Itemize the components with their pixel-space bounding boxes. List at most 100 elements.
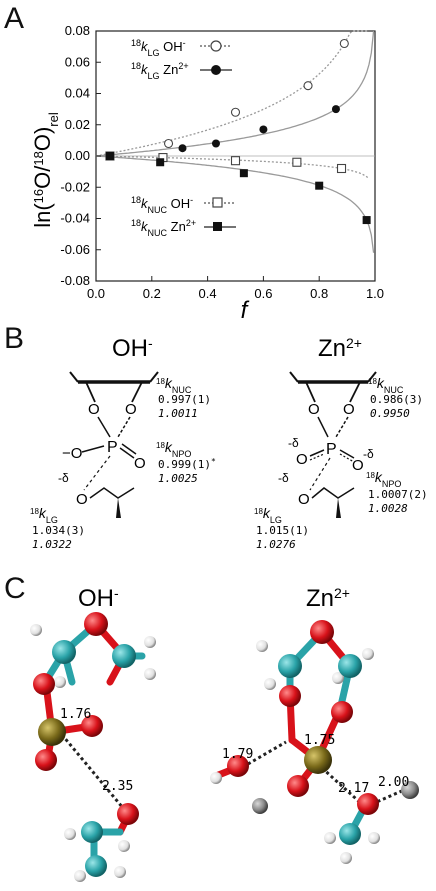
molecular-models: OH- Zn2+	[30, 585, 419, 882]
fit-curve	[95, 155, 375, 253]
delta-charge-right: -δ	[363, 447, 374, 461]
data-point	[292, 157, 302, 167]
kie-nuc-calc: 0.9950	[370, 407, 410, 420]
data-point	[230, 107, 241, 117]
kie-nuc-label: 18kNUC	[156, 375, 192, 395]
kie-nuc-label: 18kNUC	[368, 375, 404, 395]
ring-oxygen-left: O	[88, 401, 100, 418]
transition-state-schemes: OH- O O P −O O -δ O 18kNUC 0.997(1) 1.00…	[30, 335, 428, 551]
npo-oxygen-right: O	[352, 457, 364, 474]
scheme-oh: OH- O O P −O O -δ O 18kNUC 0.997(1) 1.00…	[30, 335, 216, 551]
distance-label-zn-o-lg: 2.00	[378, 775, 409, 790]
delta-charge-lg: -δ	[278, 471, 289, 485]
panel-label-b: B	[4, 322, 25, 355]
kie-npo-value: 0.999(1)*	[158, 457, 216, 472]
y-tick-label: 0.04	[65, 86, 90, 101]
data-point	[156, 158, 165, 167]
distance-label-p-o-nuc: 1.76	[60, 707, 91, 722]
y-tick-label: 0.08	[65, 23, 90, 38]
legend-upper: 18kLG OH- 18kLG Zn2+	[131, 38, 232, 81]
kie-nuc-value: 0.997(1)	[158, 393, 211, 406]
x-tick-label: 0.4	[199, 286, 217, 301]
kie-npo-label: 18kNPO	[156, 439, 191, 459]
kie-npo-label: 18kNPO	[366, 469, 401, 489]
scheme-zn-title: Zn2+	[318, 335, 362, 362]
fit-curve	[95, 30, 368, 157]
kie-nuc-value: 0.986(3)	[370, 393, 423, 406]
kie-lg-value: 1.034(3)	[32, 524, 85, 537]
x-tick-label: 0.0	[87, 286, 105, 301]
legend-lower: 18kNUC OH- 18kNUC Zn2+	[131, 195, 236, 238]
ring-oxygen-right: O	[343, 401, 355, 418]
y-tick-label: -0.02	[60, 179, 90, 194]
data-points	[105, 38, 371, 225]
legend-lg-zn: 18kLG Zn2+	[131, 61, 189, 81]
data-point	[331, 105, 340, 114]
y-tick-label: 0.02	[65, 117, 90, 132]
ring-oxygen-left: O	[308, 401, 320, 418]
distance-label-p-o-nuc: 1.75	[304, 733, 335, 748]
phosphorus-atom: P	[107, 439, 118, 456]
data-point	[230, 156, 241, 166]
data-point	[339, 38, 349, 49]
data-point	[315, 181, 324, 190]
model-zn-title: Zn2+	[306, 585, 350, 612]
kie-lg-calc: 1.0276	[256, 538, 296, 551]
delta-charge-left: -δ	[288, 436, 299, 450]
y-tick-label: 0.06	[65, 54, 90, 69]
scheme-oh-title: OH-	[112, 335, 153, 362]
x-tick-label: 0.2	[143, 286, 161, 301]
kie-lg-value: 1.015(1)	[256, 524, 309, 537]
y-tick-label: -0.04	[60, 211, 90, 226]
data-point	[259, 125, 268, 134]
kie-npo-value: 1.0007(2)	[368, 488, 428, 501]
x-axis-label: f	[241, 297, 250, 320]
data-point	[178, 144, 187, 153]
legend-filled-square-marker	[213, 222, 222, 231]
fit-curve	[95, 30, 375, 157]
legend-open-square-marker	[212, 197, 223, 208]
ring-oxygen-right: O	[125, 401, 137, 418]
legend-nuc-oh: 18kNUC OH-	[131, 195, 193, 215]
scheme-zn: Zn2+ O O P -δ O O -δ -δ O 18kNUC 0.986(3…	[254, 335, 428, 551]
panel-label-c: C	[4, 572, 26, 605]
y-axis-label: ln(16O/18O)rel	[30, 112, 61, 228]
x-tick-label: 1.0	[366, 286, 384, 301]
y-tick-label: -0.06	[60, 242, 90, 257]
data-point	[362, 216, 371, 225]
data-point	[303, 81, 313, 91]
model-oh-title: OH-	[78, 585, 119, 612]
y-tick-label: -0.08	[60, 273, 90, 288]
model-oh: 1.76 2.35	[30, 612, 156, 882]
npo-oxygen: O	[134, 455, 146, 472]
data-point	[336, 163, 347, 174]
x-tick-label: 0.6	[254, 286, 272, 301]
distance-label-p-o-lg: 2.35	[102, 779, 133, 794]
distance-label-zn-water: 1.79	[222, 747, 253, 762]
kie-npo-calc: 1.0025	[158, 472, 198, 485]
distance-label-p-o-lg: 2.17	[338, 781, 369, 796]
kie-lg-calc: 1.0322	[32, 538, 72, 551]
leaving-oxygen: O	[76, 491, 88, 508]
y-tick-label: 0.00	[65, 148, 90, 163]
kie-npo-calc: 1.0028	[368, 502, 408, 515]
legend-open-circle-marker	[210, 40, 222, 52]
kie-nuc-calc: 1.0011	[158, 407, 198, 420]
kie-lg-label: 18kLG	[30, 505, 58, 525]
data-point	[163, 138, 174, 149]
phosphorus-atom: P	[326, 441, 337, 458]
data-point	[239, 169, 248, 178]
anionic-oxygen: −O	[62, 445, 82, 462]
legend-lg-oh: 18kLG OH-	[131, 38, 186, 58]
leaving-oxygen: O	[298, 491, 310, 508]
isotope-ratio-chart: 0.0 0.2 0.4 0.6 0.8 1.0 0.08 0.06 0.04 0.02 0.00 -0…	[30, 23, 384, 320]
legend-nuc-zn: 18kNUC Zn2+	[131, 218, 196, 238]
legend-filled-circle-marker	[211, 65, 221, 75]
tick-labels: 0.0 0.2 0.4 0.6 0.8 1.0 0.08 0.06 0.04 0.02 0.00 -0…	[60, 23, 384, 301]
model-zn: 1.79 1.75 2.17 2.00	[210, 620, 419, 864]
kie-lg-label: 18kLG	[254, 505, 282, 525]
x-tick-label: 0.8	[310, 286, 328, 301]
delta-charge: -δ	[58, 471, 69, 485]
data-point	[211, 139, 220, 148]
npo-oxygen-left: O	[296, 451, 308, 468]
